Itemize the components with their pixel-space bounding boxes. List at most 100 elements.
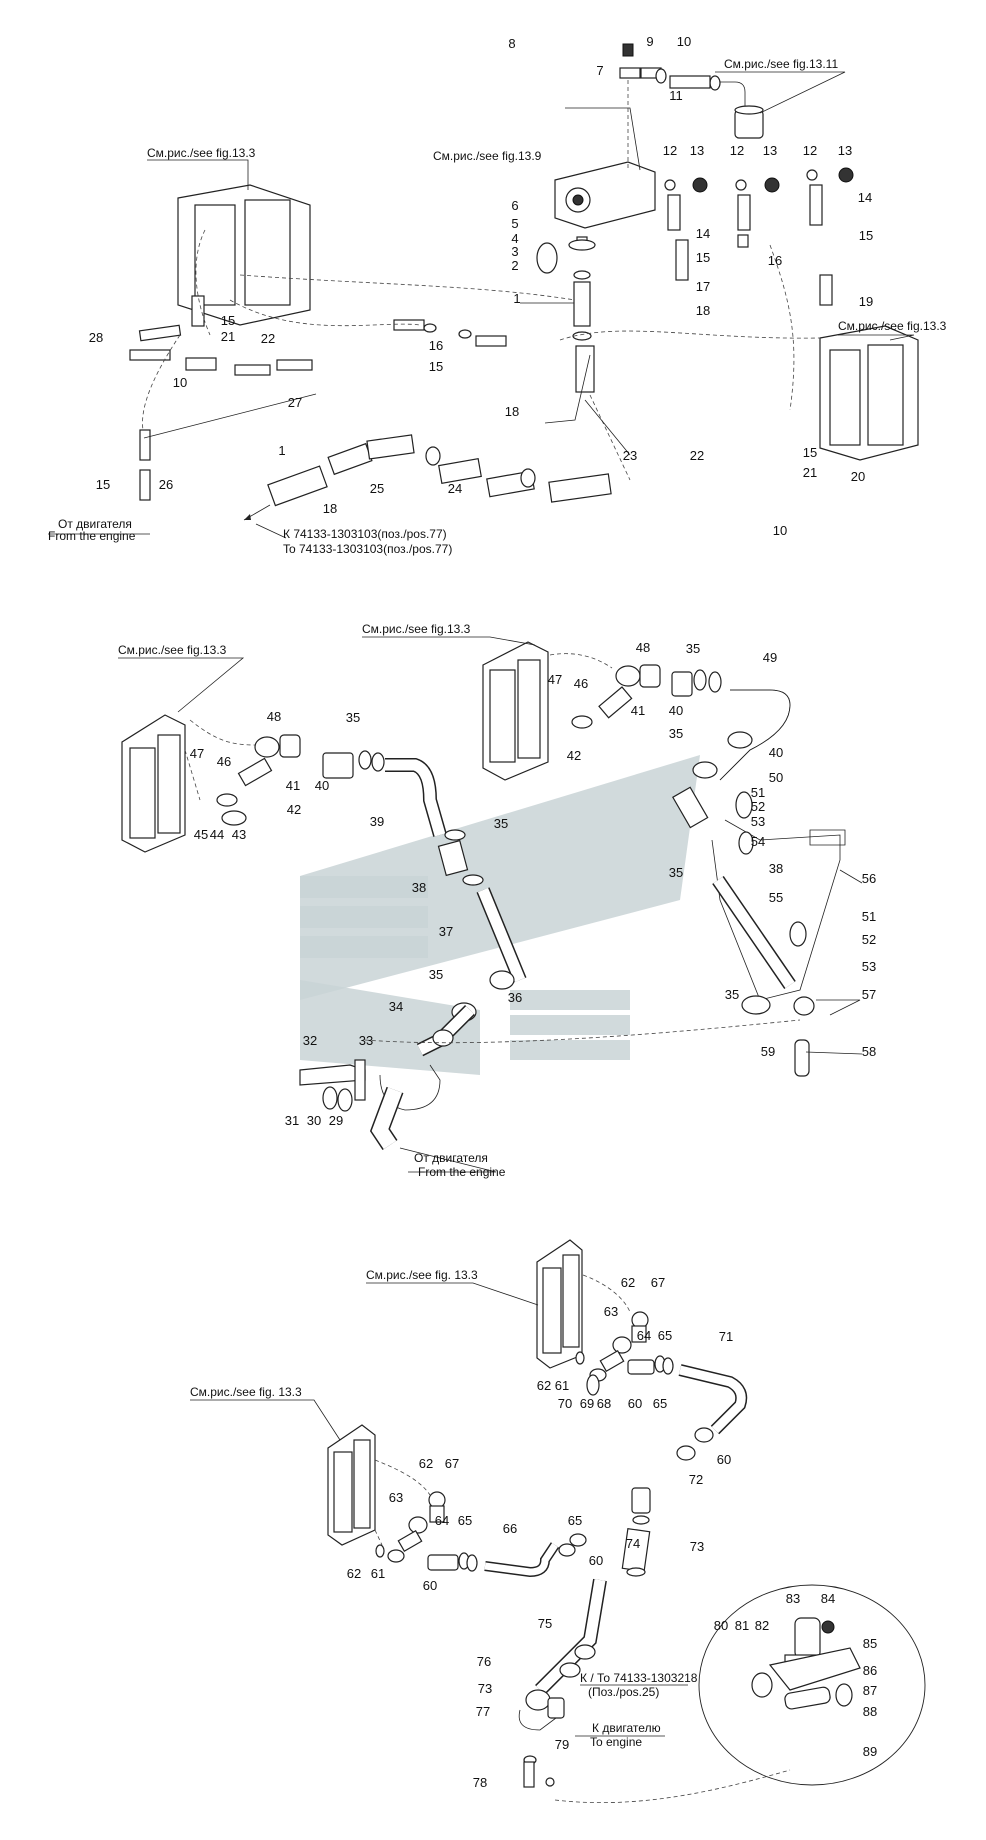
part-label-82: 82 xyxy=(755,1618,769,1633)
radiator-left-bottom xyxy=(327,1424,376,1546)
pipe-chain-bottom xyxy=(243,434,612,521)
part-label-35: 35 xyxy=(725,987,739,1002)
part-label-87: 87 xyxy=(863,1683,877,1698)
part-label-40: 40 xyxy=(769,745,783,760)
part-1-pipe xyxy=(573,281,591,327)
part-label-27: 27 xyxy=(288,395,302,410)
part-label-65: 65 xyxy=(653,1396,667,1411)
part-label-15: 15 xyxy=(221,313,235,328)
part-label-54: 54 xyxy=(751,834,765,849)
part-label-15: 15 xyxy=(96,477,110,492)
note-to-1303218-a: К / То 74133-1303218 xyxy=(580,1671,698,1685)
part-label-35: 35 xyxy=(346,710,360,725)
part-label-89: 89 xyxy=(863,1744,877,1759)
part-label-38: 38 xyxy=(769,861,783,876)
ref-fig-13-3-f: См.рис./see fig. 13.3 xyxy=(190,1385,302,1399)
part-label-63: 63 xyxy=(604,1304,618,1319)
part-label-61: 61 xyxy=(371,1566,385,1581)
note-from-engine-ru-b: От двигателя xyxy=(414,1151,488,1165)
part-label-61: 61 xyxy=(555,1378,569,1393)
part-label-18: 18 xyxy=(505,404,519,419)
part-label-62: 62 xyxy=(537,1378,551,1393)
ref-fig-13-3-a: См.рис./see fig.13.3 xyxy=(147,146,256,160)
part-label-19: 19 xyxy=(859,294,873,309)
part-8 xyxy=(622,43,634,57)
part-label-25: 25 xyxy=(370,481,384,496)
part-label-65: 65 xyxy=(458,1513,472,1528)
part-label-39: 39 xyxy=(370,814,384,829)
part-label-13: 13 xyxy=(690,143,704,158)
part-label-64: 64 xyxy=(435,1513,449,1528)
part-label-1: 1 xyxy=(278,443,285,458)
routing-notes: От двигателя From the engine К 74133-130… xyxy=(48,517,698,1749)
part-label-64: 64 xyxy=(637,1328,651,1343)
part-label-62: 62 xyxy=(347,1566,361,1581)
fitting-13-11 xyxy=(720,81,764,139)
part-label-45: 45 xyxy=(194,827,208,842)
part-label-69: 69 xyxy=(580,1396,594,1411)
part-label-22: 22 xyxy=(261,331,275,346)
part-label-51: 51 xyxy=(862,909,876,924)
part-label-35: 35 xyxy=(686,641,700,656)
part-label-42: 42 xyxy=(567,748,581,763)
part-label-52: 52 xyxy=(751,799,765,814)
part-label-43: 43 xyxy=(232,827,246,842)
part-label-79: 79 xyxy=(555,1737,569,1752)
part-label-50: 50 xyxy=(769,770,783,785)
part-label-48: 48 xyxy=(267,709,281,724)
part-label-13: 13 xyxy=(838,143,852,158)
part-label-37: 37 xyxy=(439,924,453,939)
part-label-48: 48 xyxy=(636,640,650,655)
part-label-21: 21 xyxy=(221,329,235,344)
part-label-1: 1 xyxy=(513,291,520,306)
part-label-83: 83 xyxy=(786,1591,800,1606)
part-label-65: 65 xyxy=(568,1513,582,1528)
ref-fig-13-3-c: См.рис./see fig.13.3 xyxy=(118,643,227,657)
part-label-85: 85 xyxy=(863,1636,877,1651)
part-7 xyxy=(619,67,641,79)
part-label-31: 31 xyxy=(285,1113,299,1128)
section-3 xyxy=(190,1239,926,1804)
part-label-10: 10 xyxy=(677,34,691,49)
part-label-12: 12 xyxy=(663,143,677,158)
part-23-hose xyxy=(575,345,595,393)
part-label-3: 3 xyxy=(511,244,518,259)
note-to-engine-ru: К двигателю xyxy=(592,1721,661,1735)
part-label-63: 63 xyxy=(389,1490,403,1505)
part-label-33: 33 xyxy=(359,1033,373,1048)
part-label-44: 44 xyxy=(210,827,224,842)
section-2 xyxy=(118,636,863,1173)
part-label-58: 58 xyxy=(862,1044,876,1059)
part-label-76: 76 xyxy=(477,1654,491,1669)
part-label-60: 60 xyxy=(717,1452,731,1467)
part-label-5: 5 xyxy=(511,216,518,231)
heater-box xyxy=(554,161,656,229)
part-label-86: 86 xyxy=(863,1663,877,1678)
part-label-20: 20 xyxy=(851,469,865,484)
part-label-10: 10 xyxy=(173,375,187,390)
part-label-29: 29 xyxy=(329,1113,343,1128)
part-label-53: 53 xyxy=(751,814,765,829)
watermark-logo xyxy=(300,755,700,1075)
part-label-41: 41 xyxy=(631,703,645,718)
part-label-78: 78 xyxy=(473,1775,487,1790)
part-label-21: 21 xyxy=(803,465,817,480)
part-label-57: 57 xyxy=(862,987,876,1002)
part-label-46: 46 xyxy=(574,676,588,691)
part-label-62: 62 xyxy=(419,1456,433,1471)
part-label-8: 8 xyxy=(508,36,515,51)
note-to-1303103-ru: К 74133-1303103(поз./pos.77) xyxy=(283,527,447,541)
part-label-60: 60 xyxy=(423,1578,437,1593)
part-label-59: 59 xyxy=(761,1044,775,1059)
part-label-73: 73 xyxy=(690,1539,704,1554)
part-label-40: 40 xyxy=(315,778,329,793)
part-label-67: 67 xyxy=(651,1275,665,1290)
part-label-12: 12 xyxy=(730,143,744,158)
part-label-80: 80 xyxy=(714,1618,728,1633)
part-label-11: 11 xyxy=(669,88,683,103)
part-label-32: 32 xyxy=(303,1033,317,1048)
part-label-53: 53 xyxy=(862,959,876,974)
part-label-41: 41 xyxy=(286,778,300,793)
